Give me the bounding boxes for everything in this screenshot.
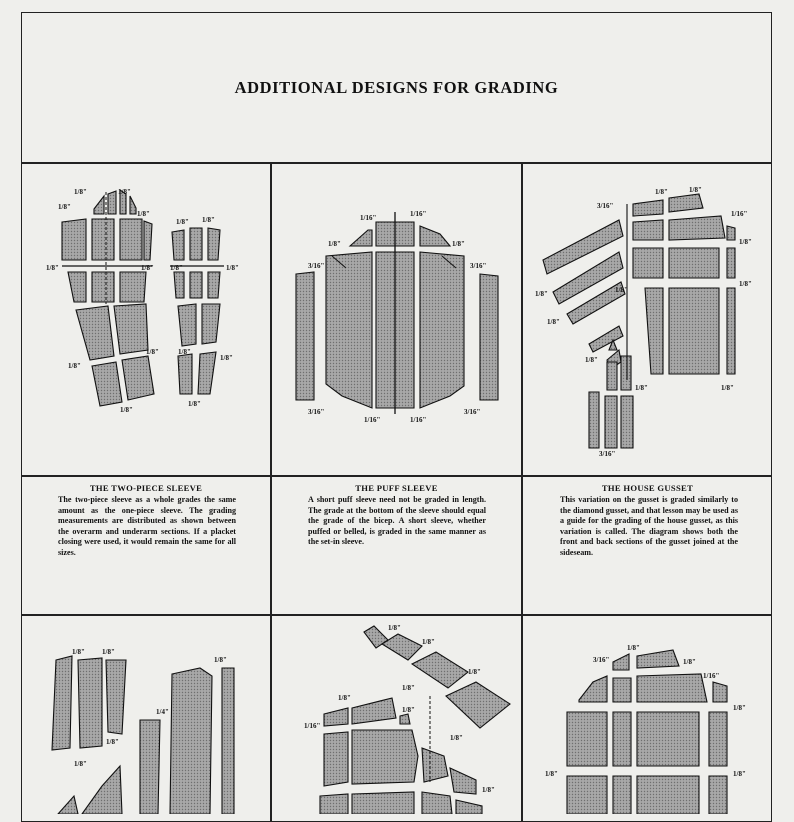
grade-label: 3/16" [308,262,324,270]
grade-label: 1/8" [627,644,640,652]
grade-label: 1/8" [683,658,696,666]
grade-label: 1/8" [176,218,189,226]
grade-label: 1/8" [482,786,495,794]
grade-label: 1/8" [137,210,150,218]
grade-label: 1/8" [468,668,481,676]
grade-label: 1/8" [141,264,154,272]
grade-label: 1/8" [422,638,435,646]
bodice-front-diagram: 1/8" 1/8" 1/8" 1/8" 1/8" 1/16" 1/8" 1/8"… [304,624,511,814]
grade-label: 1/8" [635,384,648,392]
puff-sleeve-title: THE PUFF SLEEVE [355,483,438,493]
grade-label: 1/8" [120,406,133,414]
grade-label: 1/8" [402,684,415,692]
grade-label: 3/16" [593,656,609,664]
puff-sleeve-diagram: 1/16" 1/16" 1/8" 1/8" 3/16" 3/16" 3/16" … [295,210,499,424]
grade-label: 1/8" [452,240,465,248]
grade-label: 1/8" [146,348,159,356]
grade-label: 1/16" [703,672,719,680]
grade-label: 3/16" [470,262,486,270]
grade-label: 1/8" [545,770,558,778]
grade-label: 1/8" [733,770,746,778]
grade-label: 1/8" [74,760,87,768]
grade-label: 1/8" [535,290,548,298]
grade-label: 1/8" [58,203,71,211]
puff-sleeve-description: A short puff sleeve need not be graded i… [308,495,486,547]
grade-label: 1/8" [689,186,702,194]
grade-label: 1/8" [338,694,351,702]
grade-label: 1/8" [739,238,752,246]
grade-label: 1/8" [547,318,560,326]
grade-label: 1/8" [72,648,85,656]
grade-label: 1/8" [402,706,415,714]
grade-label: 1/8" [106,738,119,746]
grade-label: 1/8" [74,188,87,196]
house-gusset-title: THE HOUSE GUSSET [601,483,694,493]
grade-label: 3/16" [599,450,615,458]
grade-label: 1/8" [226,264,239,272]
divider-col-2 [521,162,523,822]
grade-label: 3/16" [464,408,480,416]
grade-label: 1/16" [410,210,426,218]
grade-label: 1/16" [360,214,376,222]
grade-label: 1/8" [739,280,752,288]
grade-label: 1/16" [304,722,320,730]
grade-label: 1/8" [102,648,115,656]
grade-label: 1/16" [364,416,380,424]
grade-label: 1/8" [388,624,401,632]
grade-label: 3/16" [308,408,324,416]
grade-label: 1/8" [585,356,598,364]
grade-label: 1/8" [188,400,201,408]
grade-label: 1/8" [220,354,233,362]
grade-label: 1/8" [615,286,628,294]
grade-label: 1/8" [655,188,668,196]
page-title: ADDITIONAL DESIGNS FOR GRADING [234,78,559,97]
grade-label: 3/16" [597,202,613,210]
grade-label: 1/16" [410,416,426,424]
house-gusset-description: This variation on the gusset is graded s… [560,495,738,557]
grade-label: 1/8" [214,656,227,664]
grade-label: 1/4" [156,708,169,716]
grade-label: 1/8" [721,384,734,392]
grade-label: 1/8" [328,240,341,248]
grade-label: 1/8" [450,734,463,742]
divider-diagrams-captions [21,475,772,477]
grade-label: 1/8" [170,264,183,272]
two-piece-sleeve-description: The two-piece sleeve as a whole grades t… [58,495,236,557]
grade-label: 1/8" [118,188,131,196]
grade-label: 1/8" [733,704,746,712]
two-piece-sleeve-diagram: 1/8" 1/8" 1/8" 1/8" 1/8" 1/8" 1/8" 1/8" … [46,188,239,414]
divider-col-1 [270,162,272,822]
grade-label: 1/8" [178,348,191,356]
bodice-pieces-diagram: 1/8" 1/8" 1/8" 1/4" 1/8" 1/8" [51,648,235,814]
square-gusset-diagram: 3/16" 1/8" 1/8" 1/16" 1/8" 1/8" 1/8" [545,644,746,814]
grade-label: 1/8" [68,362,81,370]
grade-label: 1/16" [731,210,747,218]
grade-label: 1/8" [46,264,59,272]
divider-captions-row2 [21,614,772,616]
grade-label: 1/8" [202,216,215,224]
two-piece-sleeve-title: THE TWO-PIECE SLEEVE [89,483,203,493]
divider-header [21,162,772,164]
house-gusset-diagram: 3/16" 1/8" 1/8" 1/16" 1/8" 1/8" 1/8" 1/8… [535,186,752,458]
